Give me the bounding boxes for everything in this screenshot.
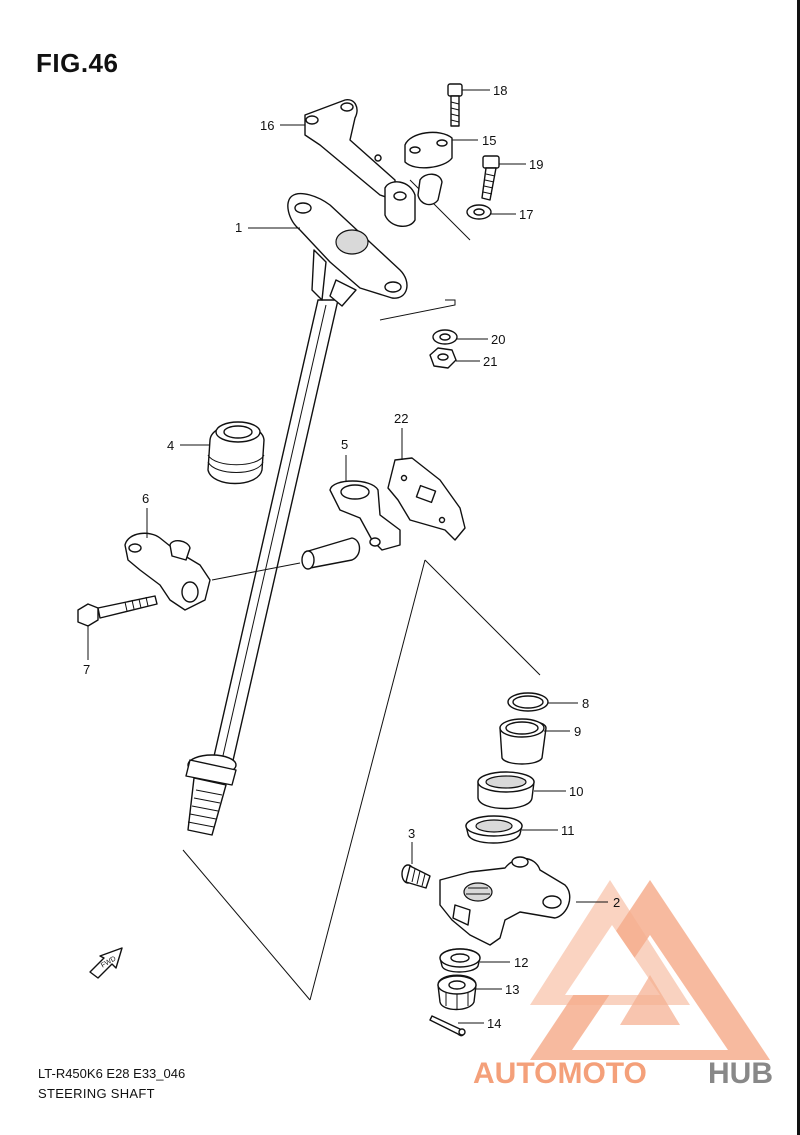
part-12-washer [439, 948, 481, 973]
callout-1: 1 [235, 220, 242, 235]
part-7-bolt [77, 595, 158, 627]
callout-10: 10 [569, 784, 583, 799]
part-19-bolt [481, 155, 500, 201]
callout-22: 22 [394, 411, 408, 426]
watermark-text-part2: HUB [708, 1057, 773, 1090]
part-17-washer [466, 204, 492, 220]
assembly-guide-lines [182, 179, 541, 1001]
callout-16: 16 [260, 118, 274, 133]
part-5-holder [329, 480, 401, 551]
callout-15: 15 [482, 133, 496, 148]
model-code: LT-R450K6 E28 E33_046 [38, 1066, 186, 1081]
callout-14: 14 [487, 1016, 501, 1031]
part-9-bushing [499, 718, 547, 765]
part-21-nut [429, 347, 457, 369]
part-16-bracket [304, 99, 416, 227]
callout-5: 5 [341, 437, 348, 452]
callout-20: 20 [491, 332, 505, 347]
callout-numbers: 1 2 3 4 5 6 7 8 9 10 11 12 13 14 15 16 1… [83, 83, 620, 1031]
figure-title: FIG.46 [36, 48, 119, 78]
callout-12: 12 [514, 955, 528, 970]
callout-17: 17 [519, 207, 533, 222]
part-14-cotter-pin [429, 1015, 466, 1037]
callout-2: 2 [613, 895, 620, 910]
part-3-bolt [401, 864, 431, 889]
callout-7: 7 [83, 662, 90, 677]
part-18-bolt [447, 83, 463, 127]
callout-6: 6 [142, 491, 149, 506]
part-22-bracket [387, 457, 466, 541]
callout-13: 13 [505, 982, 519, 997]
part-15-clamp [404, 131, 453, 206]
watermark-logo [530, 880, 770, 1060]
callout-leader-lines [87, 89, 608, 1024]
callout-18: 18 [493, 83, 507, 98]
callout-19: 19 [529, 157, 543, 172]
callout-8: 8 [582, 696, 589, 711]
part-1-steering-shaft [185, 192, 408, 836]
watermark-text: AUTOMOTO HUB [473, 1057, 773, 1090]
part-11-seal [465, 815, 523, 844]
part-20-washer [432, 329, 458, 345]
part-13-nut [437, 974, 477, 1011]
page-border [797, 0, 800, 1135]
part-6-lower-holder [124, 532, 211, 611]
part-8-oring [507, 692, 549, 712]
part-10-bearing [477, 771, 535, 810]
part-2-steering-arm [439, 856, 571, 946]
fwd-direction-marker: FWD [89, 947, 123, 979]
part-4-boot [207, 421, 265, 485]
figure-subtitle: STEERING SHAFT [38, 1086, 155, 1101]
callout-21: 21 [483, 354, 497, 369]
part-bushing [301, 537, 361, 570]
callout-9: 9 [574, 724, 581, 739]
callout-3: 3 [408, 826, 415, 841]
callout-4: 4 [167, 438, 174, 453]
watermark-text-part1: AUTOMOTO [473, 1057, 647, 1090]
callout-11: 11 [561, 823, 575, 838]
